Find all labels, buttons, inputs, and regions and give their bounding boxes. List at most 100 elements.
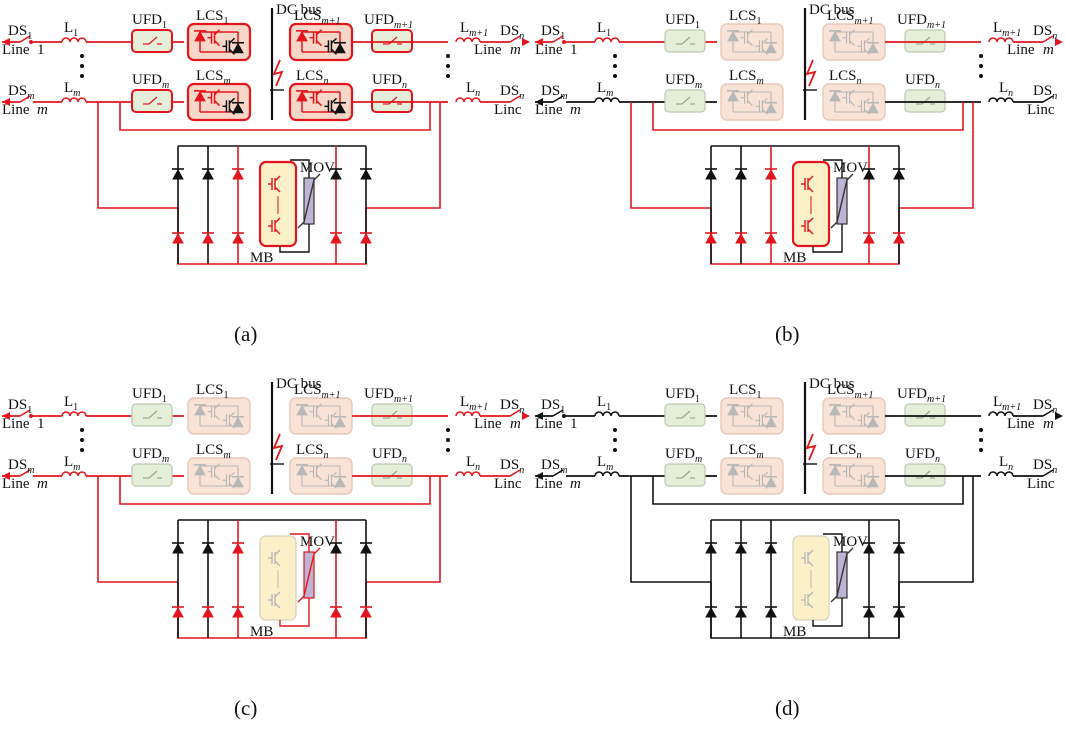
ufdm1-label: UFDm+1	[364, 386, 413, 405]
mb-label: MB	[250, 250, 273, 266]
ellipsis-dot-right	[979, 428, 983, 432]
ellipsis-dot-right	[979, 54, 983, 58]
rectifier-diode-lower	[360, 232, 372, 244]
inductor-lm-icon	[61, 97, 87, 103]
inductor-lm-label: Lm	[597, 80, 613, 99]
ellipsis-dot-right	[979, 438, 983, 442]
inductor-l1-icon	[594, 37, 620, 43]
mb-breaker	[792, 535, 830, 621]
ufdm1-label: UFDm+1	[364, 12, 413, 31]
mov-label: MOV	[833, 534, 868, 550]
inductor-l1-label: L1	[64, 394, 78, 413]
lcsm1-box	[289, 397, 353, 435]
inductor-ln-label: Ln	[466, 80, 480, 99]
ufdm1-label: UFDm+1	[897, 386, 946, 405]
rectifier-diode-upper	[893, 168, 905, 180]
inner-feeder	[119, 476, 431, 505]
ufdm1-box	[371, 403, 413, 427]
linem1-arrow-icon	[522, 38, 530, 46]
rectifier-diode-lower	[330, 232, 342, 244]
lcs1-box	[720, 397, 784, 435]
ufdn-label: UFDn	[372, 72, 407, 91]
ufd1-label: UFD1	[665, 12, 700, 31]
rectifier-diode-upper	[765, 542, 777, 554]
rectifier-diode-lower	[893, 606, 905, 618]
lcsm-box	[720, 83, 784, 121]
ellipsis-dot-left	[80, 428, 84, 432]
mb-breaker	[259, 535, 297, 621]
ufdm-label: UFDm	[665, 446, 702, 465]
ellipsis-dot-left	[613, 448, 617, 452]
rectifier-diode-lower	[232, 606, 244, 618]
rectifier-diode-upper	[705, 168, 717, 180]
caption-b: (b)	[775, 322, 800, 346]
inductor-l1-label: L1	[64, 20, 78, 39]
rectifier-diode-upper	[172, 168, 184, 180]
lcsm1-label: LCSm+1	[294, 382, 341, 401]
lcs1-box	[187, 397, 251, 435]
rectifier-diode-lower	[202, 606, 214, 618]
rectifier-diode-upper	[735, 168, 747, 180]
rectifier-diode-upper	[172, 542, 184, 554]
ellipsis-dot-left	[80, 54, 84, 58]
mov-arrester	[279, 159, 321, 253]
rectifier-diode-lower	[863, 606, 875, 618]
inner-feeder	[652, 102, 964, 131]
lcsm1-box	[288, 22, 354, 62]
dsn-switch-icon	[1042, 469, 1054, 477]
dsm-switch-icon	[552, 95, 564, 103]
dc-bus-label: DC bus	[809, 376, 855, 392]
ufd1-box	[664, 29, 706, 53]
inductor-lm1-icon	[988, 37, 1014, 43]
ellipsis-dot-right	[979, 64, 983, 68]
ds1-switch-icon	[552, 409, 564, 417]
lcsn-box	[822, 83, 886, 121]
mov-label: MOV	[300, 534, 335, 550]
ellipsis-dot-right	[446, 428, 450, 432]
dsn-label: DSn	[500, 457, 524, 476]
ellipsis-dot-right	[446, 438, 450, 442]
left-feeder	[630, 102, 711, 209]
mov-label: MOV	[833, 160, 868, 176]
rectifier-diode-upper	[330, 168, 342, 180]
inductor-ln-icon	[455, 471, 481, 477]
lcsm1-label: LCSm+1	[827, 382, 874, 401]
rectifier-diode-upper	[360, 168, 372, 180]
lcsn-box	[289, 457, 353, 495]
caption-a: (a)	[234, 322, 258, 346]
lcsm-box	[720, 457, 784, 495]
mb-label: MB	[783, 250, 806, 266]
inductor-ln-icon	[988, 471, 1014, 477]
fault-lightning-icon	[805, 59, 817, 87]
rectifier-diode-lower	[863, 232, 875, 244]
ufdn-label: UFDn	[372, 446, 407, 465]
linem-arrow-icon	[2, 98, 10, 106]
dsn-label-top: DSn	[500, 397, 524, 416]
right-feeder	[366, 476, 441, 583]
linem-label: Line	[535, 476, 563, 492]
line1-label: Line	[2, 416, 30, 432]
lcs1-label: LCS1	[196, 382, 229, 401]
rectifier-diode-lower	[172, 606, 184, 618]
dsn-label: DSn	[500, 83, 524, 102]
ellipsis-dot-right	[446, 54, 450, 58]
line-right-lower-label: Linc	[1027, 102, 1055, 118]
linem-label: Line	[2, 102, 30, 118]
fault-lightning-icon	[272, 59, 284, 87]
line1-number: 1	[37, 416, 45, 432]
ds1-label: DS1	[8, 397, 32, 416]
inner-feeder	[652, 476, 964, 505]
linem-arrow-icon	[535, 98, 543, 106]
ellipsis-dot-left	[613, 54, 617, 58]
lcsm-box	[187, 457, 251, 495]
inductor-lm-label: Lm	[64, 454, 80, 473]
ufdn-box	[371, 463, 413, 487]
ellipsis-dot-right	[979, 448, 983, 452]
rectifier-diode-lower	[735, 232, 747, 244]
left-feeder	[97, 102, 178, 209]
